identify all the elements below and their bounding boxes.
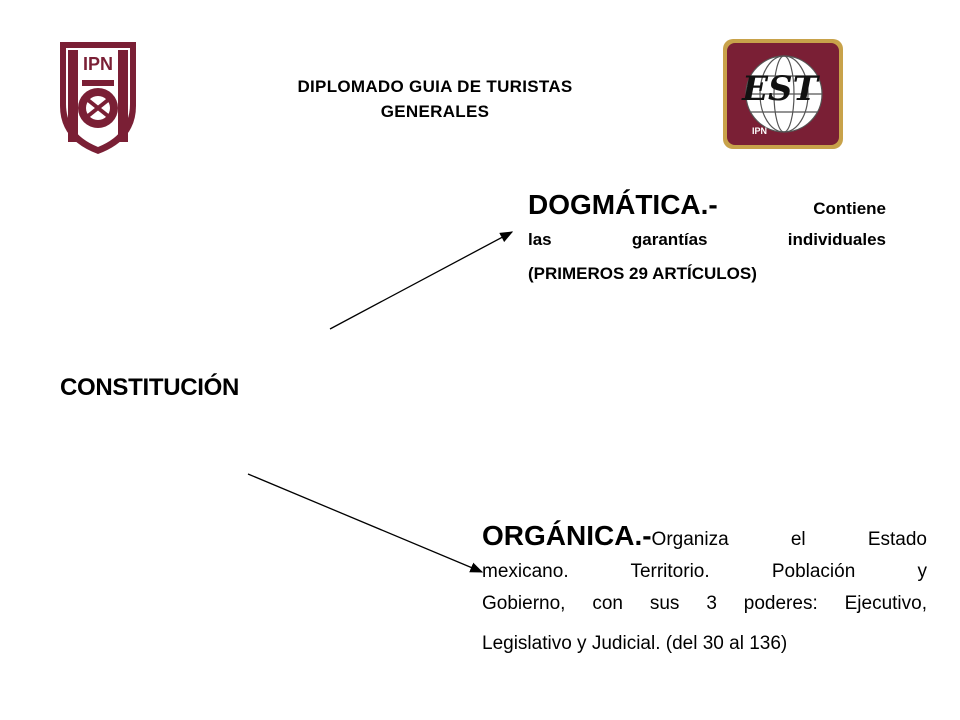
ipn-logo: IPN [60, 42, 136, 154]
est-logo-subtext: IPN [752, 126, 767, 136]
organica-heading: ORGÁNICA.- [482, 520, 652, 551]
est-logo: EST IPN [723, 39, 843, 149]
constitucion-label: CONSTITUCIÓN [60, 374, 240, 401]
dogmatica-block: DOGMÁTICA.- Contiene las garantías indiv… [528, 186, 886, 296]
arrow-to-organica [247, 473, 484, 573]
arrow-to-dogmatica [329, 231, 514, 330]
organica-block: ORGÁNICA.-Organiza el Estado mexicano. T… [482, 520, 927, 668]
organica-line-1: ORGÁNICA.-Organiza el Estado [482, 520, 927, 556]
title-line-1: DIPLOMADO GUIA DE TURISTAS [297, 77, 573, 96]
dogmatica-line-2: las garantías individuales [528, 230, 886, 249]
ipn-logo-text: IPN [83, 54, 113, 74]
organica-line-3: Gobierno, con sus 3 poderes: Ejecutivo, [482, 593, 927, 614]
dogmatica-heading: DOGMÁTICA.- [528, 189, 718, 220]
organica-line-2: mexicano. Territorio. Población y [482, 561, 927, 582]
est-logo-text: EST [741, 69, 820, 109]
page-title: DIPLOMADO GUIA DE TURISTAS GENERALES [225, 74, 645, 124]
organica-line1-tail: Organiza el Estado [651, 529, 927, 550]
dogmatica-line1-tail: Contiene [813, 199, 886, 218]
dogmatica-line-3: (PRIMEROS 29 ARTÍCULOS) [528, 264, 757, 283]
dogmatica-line-1: DOGMÁTICA.- Contiene [528, 186, 886, 228]
organica-line-4: Legislativo y Judicial. (del 30 al 136) [482, 633, 788, 654]
title-line-2: GENERALES [380, 102, 490, 121]
